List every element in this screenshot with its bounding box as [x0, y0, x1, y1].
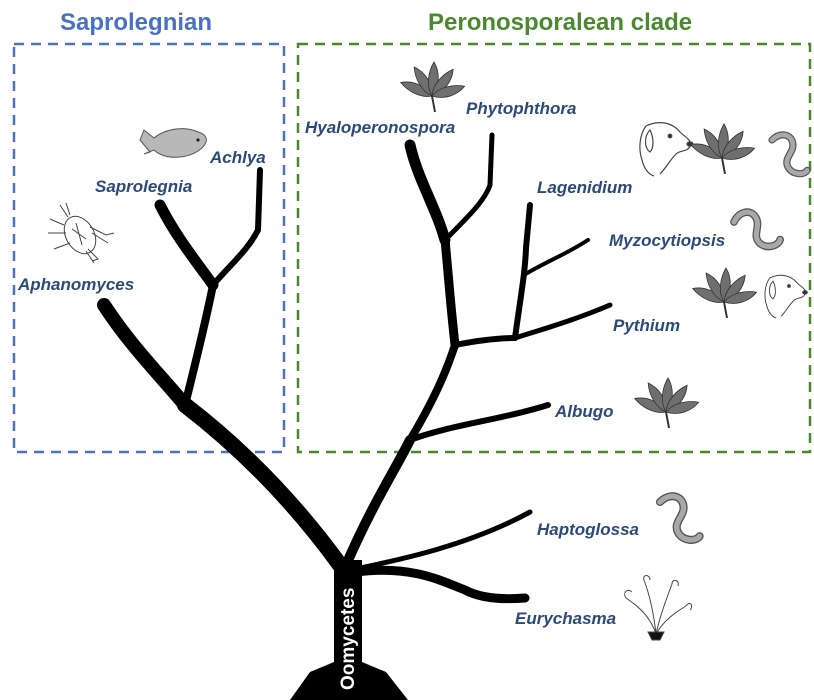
plant-icon [633, 378, 700, 428]
plant-icon [691, 268, 758, 318]
taxon-hyaloperonospora: Hyaloperonospora [305, 118, 455, 137]
taxon-albugo: Albugo [554, 402, 614, 421]
taxon-eurychasma: Eurychasma [515, 609, 616, 628]
taxon-myzocytiopsis: Myzocytiopsis [609, 231, 725, 250]
peronosporalean-title: Peronosporalean clade [428, 9, 692, 36]
taxon-achlya: Achlya [209, 148, 266, 167]
root-label: Oomycetes [338, 588, 359, 690]
taxon-haptoglossa: Haptoglossa [537, 520, 639, 539]
taxon-lagenidium: Lagenidium [537, 178, 632, 197]
worm-icon [660, 496, 700, 540]
worm-icon [772, 135, 807, 174]
taxon-phytophthora: Phytophthora [466, 99, 577, 118]
taxon-saprolegnia: Saprolegnia [95, 177, 192, 196]
dog-icon [640, 123, 693, 176]
plant-icon [399, 62, 466, 112]
dog-icon [765, 275, 807, 318]
crayfish-icon [48, 203, 114, 263]
seaweed-icon [625, 576, 692, 641]
taxon-pythium: Pythium [613, 316, 680, 335]
saprolegnian-title: Saprolegnian [60, 9, 212, 36]
plant-icon [689, 124, 756, 174]
taxon-aphanomyces: Aphanomyces [17, 275, 134, 294]
worm-icon [732, 204, 781, 256]
fish-icon [140, 129, 206, 158]
